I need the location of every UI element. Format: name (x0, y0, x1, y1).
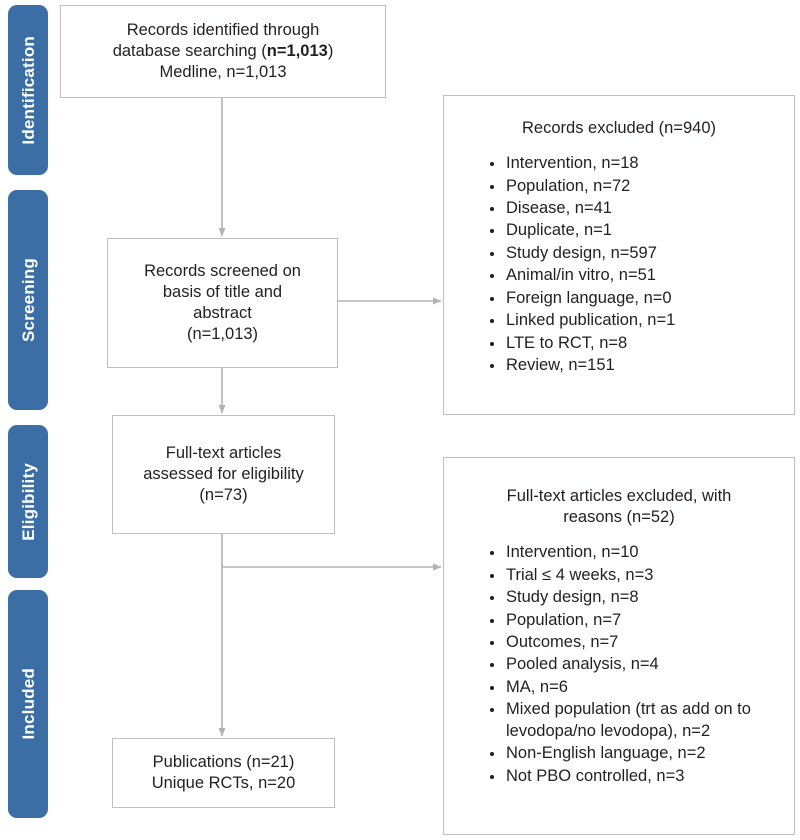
box-records-screened: Records screened on basis of title and a… (107, 238, 338, 368)
box-fulltext-assessed-line3: (n=73) (199, 486, 248, 505)
box-fulltext-assessed-line2: assessed for eligibility (143, 464, 304, 483)
box-records-screened-line2: basis of title and (162, 282, 283, 301)
box-records-identified-count-bold: n=1,013 (266, 41, 328, 60)
stage-label-eligibility: Eligibility (18, 462, 38, 541)
list-item: MA, n=6 (486, 677, 780, 698)
list-item: Animal/in vitro, n=51 (486, 265, 794, 286)
box-records-screened-line3: abstract (193, 304, 252, 322)
list-item: Not PBO controlled, n=3 (486, 766, 780, 787)
stage-bar-included: Included (8, 590, 48, 818)
stage-label-included: Included (18, 668, 38, 740)
stage-label-screening: Screening (18, 258, 38, 342)
list-item: Duplicate, n=1 (486, 220, 794, 241)
box-records-identified: Records identified through database sear… (60, 5, 386, 98)
box-fulltext-assessed-line1: Full-text articles (165, 443, 282, 462)
box-records-identified-line1: Records identified through (126, 20, 320, 39)
box-included-publications-line2: Unique RCTs, n=20 (151, 774, 296, 792)
list-item: Study design, n=8 (486, 587, 780, 608)
panel-fulltext-excluded-list: Intervention, n=10 Trial ≤ 4 weeks, n=3 … (486, 542, 780, 787)
list-item: Mixed population (trt as add on to levod… (486, 699, 780, 742)
panel-fulltext-excluded-title-line2: reasons (n=52) (563, 508, 675, 527)
stage-label-identification: Identification (18, 35, 38, 145)
box-records-screened-line1: Records screened on (144, 261, 301, 280)
stage-bar-identification: Identification (8, 5, 48, 175)
list-item: Population, n=72 (486, 176, 794, 197)
box-records-identified-line2-post: ) (327, 41, 334, 60)
list-item: Trial ≤ 4 weeks, n=3 (486, 565, 780, 586)
box-records-identified-line2-pre: database searching ( (112, 41, 267, 60)
list-item: Foreign language, n=0 (486, 288, 794, 309)
list-item: Population, n=7 (486, 610, 780, 631)
panel-records-excluded-list: Intervention, n=18 Population, n=72 Dise… (486, 153, 794, 376)
list-item: Non-English language, n=2 (486, 743, 780, 764)
box-records-screened-line4: (n=1,013) (186, 325, 259, 344)
stage-bar-eligibility: Eligibility (8, 425, 48, 578)
list-item: Disease, n=41 (486, 198, 794, 219)
panel-fulltext-excluded-title-line1: Full-text articles excluded, with (506, 487, 732, 505)
list-item: Pooled analysis, n=4 (486, 654, 780, 675)
list-item: LTE to RCT, n=8 (486, 333, 794, 354)
list-item: Study design, n=597 (486, 243, 794, 264)
list-item: Intervention, n=10 (486, 542, 780, 563)
list-item: Review, n=151 (486, 355, 794, 376)
panel-records-excluded-title: Records excluded (n=940) (522, 119, 716, 137)
box-included-publications: Publications (n=21) Unique RCTs, n=20 (112, 738, 335, 808)
list-item: Linked publication, n=1 (486, 310, 794, 331)
box-records-identified-line3: Medline, n=1,013 (159, 63, 287, 82)
list-item: Outcomes, n=7 (486, 632, 780, 653)
box-included-publications-line1: Publications (n=21) (152, 752, 295, 771)
box-records-identified-line2: database searching (n=1,013) (69, 41, 377, 62)
stage-bar-screening: Screening (8, 190, 48, 410)
list-item: Intervention, n=18 (486, 153, 794, 174)
box-fulltext-assessed: Full-text articles assessed for eligibil… (112, 415, 335, 534)
panel-records-excluded: Records excluded (n=940) Intervention, n… (443, 95, 795, 415)
panel-fulltext-excluded: Full-text articles excluded, with reason… (443, 457, 795, 835)
